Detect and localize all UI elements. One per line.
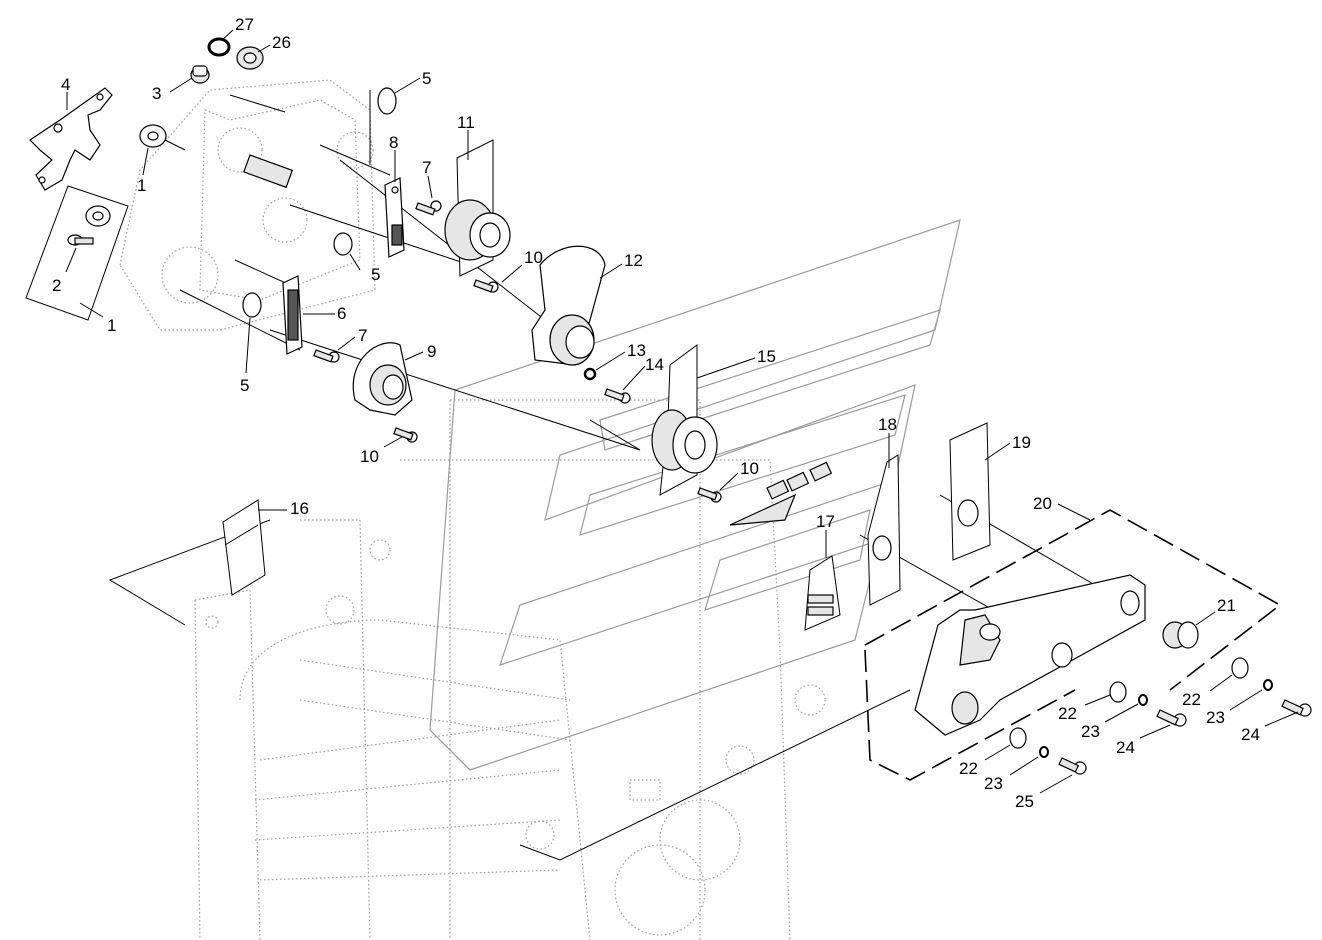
bracket-4	[29, 87, 113, 191]
bushing-21	[1162, 621, 1199, 649]
bolt-25	[1058, 757, 1087, 775]
callout-5-top: 5	[422, 69, 431, 88]
bolt-24a	[1156, 709, 1187, 727]
washer-13	[583, 367, 597, 381]
callout-6: 6	[337, 304, 346, 323]
screw-10c	[697, 487, 722, 503]
shield-19	[949, 422, 991, 561]
bracket-17	[804, 555, 841, 631]
callout-24-mid: 24	[1116, 738, 1135, 757]
callout-20: 20	[1033, 494, 1052, 513]
bushing-3	[190, 65, 210, 84]
o-ring-5a	[377, 87, 397, 115]
callout-22-mid: 22	[1058, 704, 1077, 723]
o-ring-5c	[242, 292, 262, 318]
callout-2: 2	[52, 276, 61, 295]
guard-12	[531, 245, 606, 366]
o-ring-5b	[333, 232, 353, 256]
callout-9: 9	[427, 342, 436, 361]
callout-17: 17	[816, 512, 835, 531]
callout-27: 27	[235, 15, 254, 34]
assembly-lines	[108, 90, 1096, 861]
callout-10-right: 10	[740, 459, 759, 478]
assembly-outline-20	[864, 509, 1282, 781]
callout-10-top: 10	[524, 248, 543, 267]
callout-leaders	[65, 29, 1299, 794]
bolt-2	[67, 234, 94, 246]
shield-16	[222, 499, 266, 596]
callout-5-bottom: 5	[240, 376, 249, 395]
plate-6	[282, 275, 303, 355]
assembly-outline-left	[25, 185, 129, 321]
shaft-top	[243, 154, 294, 189]
washer-22a	[1109, 681, 1127, 703]
plate-8	[384, 177, 405, 258]
callout-labels: 27 26 4 3 5 11 8 7 1 10 12 5 2 1 6 7 9 1…	[52, 15, 1260, 811]
callout-8: 8	[389, 133, 398, 152]
callout-22-right: 22	[1182, 690, 1201, 709]
callout-22-bottom: 22	[959, 759, 978, 778]
bolt-24b	[1281, 699, 1312, 717]
lock-washer-23b	[1263, 679, 1273, 691]
warning-decal	[729, 461, 833, 526]
screw-7b	[313, 349, 340, 363]
screw-7a	[415, 200, 442, 216]
callout-1-top: 1	[137, 176, 146, 195]
flange-bearing-15	[651, 409, 718, 474]
lock-washer-23a	[1138, 694, 1148, 706]
washer-22b	[1231, 657, 1249, 679]
callout-21: 21	[1217, 596, 1236, 615]
callout-7-bottom: 7	[358, 326, 367, 345]
callout-18: 18	[878, 415, 897, 434]
nut-1-top	[139, 124, 167, 148]
callout-14: 14	[645, 355, 664, 374]
callout-26: 26	[272, 33, 291, 52]
callout-23-mid: 23	[1081, 722, 1100, 741]
washer-22c	[1009, 727, 1027, 749]
callout-13: 13	[627, 341, 646, 360]
nut-1-sheet	[85, 205, 111, 227]
callout-5-mid: 5	[371, 265, 380, 284]
callout-4: 4	[61, 75, 70, 94]
watermark-logo	[429, 219, 961, 771]
callout-24-right: 24	[1241, 725, 1260, 744]
bearing-26	[236, 46, 264, 70]
flange-bearing-11	[444, 199, 511, 261]
callout-1-bottom: 1	[107, 316, 116, 335]
swing-arm-20	[914, 574, 1146, 736]
callout-16: 16	[290, 499, 309, 518]
screw-10b	[393, 427, 418, 443]
flange-9	[352, 342, 413, 416]
callout-12: 12	[624, 251, 643, 270]
callout-7-top: 7	[422, 158, 431, 177]
callout-19: 19	[1012, 433, 1031, 452]
callout-3: 3	[152, 84, 161, 103]
callout-23-right: 23	[1206, 708, 1225, 727]
screw-14	[604, 388, 631, 404]
o-ring-27	[207, 37, 231, 57]
callout-10-bottom: 10	[360, 447, 379, 466]
callout-11: 11	[457, 113, 475, 132]
callout-15: 15	[757, 347, 776, 366]
callout-25: 25	[1015, 792, 1034, 811]
shield-18	[867, 454, 901, 606]
lock-washer-23c	[1039, 746, 1049, 758]
callout-23-bottom: 23	[984, 774, 1003, 793]
screw-10a	[473, 279, 499, 293]
